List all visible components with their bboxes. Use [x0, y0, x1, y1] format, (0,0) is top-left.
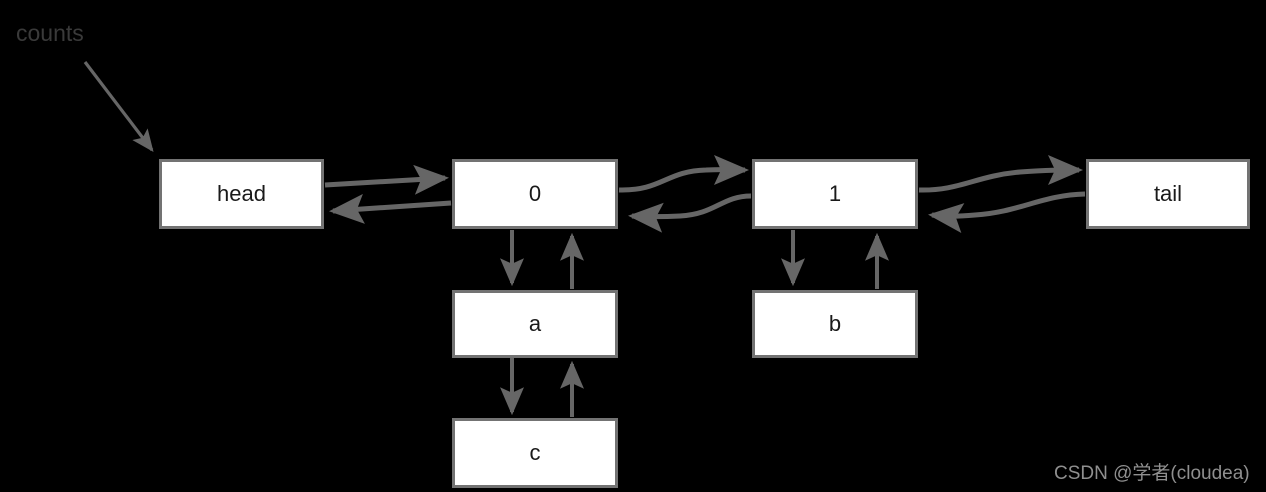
node-one-label: 1 [828, 181, 842, 206]
edge-tail-to-one [928, 191, 1086, 234]
edge-one-to-zero [628, 193, 752, 233]
edge-counts-to-head [83, 61, 154, 153]
node-head-label: head [217, 181, 266, 206]
node-c[interactable]: c [452, 418, 618, 488]
edge-head-to-zero [324, 164, 449, 195]
node-zero-label: 0 [528, 181, 542, 206]
node-zero[interactable]: 0 [452, 159, 618, 229]
edge-one-to-tail [918, 155, 1084, 193]
counts-label: counts [16, 20, 84, 46]
node-head[interactable]: head [159, 159, 324, 229]
csdn-watermark: CSDN @学者(cloudea) [1054, 463, 1250, 484]
edge-zero-to-one [618, 154, 750, 193]
node-a-label: a [528, 311, 542, 336]
node-a[interactable]: a [452, 290, 618, 358]
node-b-label: b [828, 311, 842, 336]
node-tail-label: tail [1153, 181, 1183, 206]
node-b[interactable]: b [752, 290, 918, 358]
node-one[interactable]: 1 [752, 159, 918, 229]
edge-zero-to-head [329, 193, 452, 224]
node-c-label: c [529, 440, 541, 465]
node-tail[interactable]: tail [1086, 159, 1250, 229]
